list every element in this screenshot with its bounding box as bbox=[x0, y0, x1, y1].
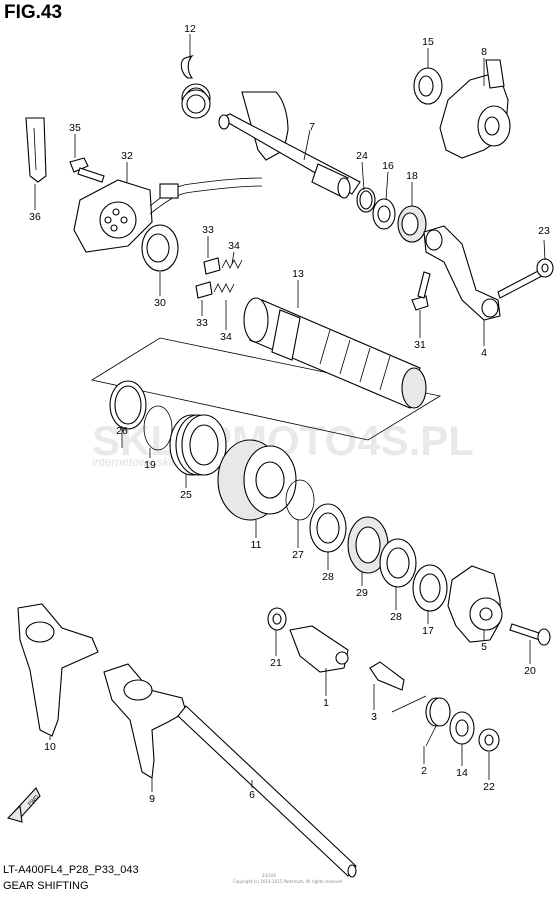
callout-27: 27 bbox=[292, 549, 304, 561]
figure-caption: GEAR SHIFTING bbox=[3, 880, 89, 892]
part-circlip-27 bbox=[285, 479, 315, 521]
part-drum-11 bbox=[217, 439, 297, 521]
callout-15: 15 bbox=[422, 36, 434, 48]
callout-17: 17 bbox=[422, 625, 434, 637]
figure-title: FIG.43 bbox=[4, 2, 63, 23]
part-washer-28-b bbox=[379, 538, 417, 588]
part-washer-21 bbox=[267, 607, 287, 631]
page-stamp: 23/100 bbox=[262, 873, 277, 878]
callout-20: 20 bbox=[524, 665, 536, 677]
part-washer-17 bbox=[412, 564, 448, 612]
callout-10: 10 bbox=[44, 741, 56, 753]
part-spring-2 bbox=[391, 695, 451, 747]
part-bolt-31 bbox=[411, 271, 431, 311]
figure-code: LT-A400FL4_P28_P33_043 bbox=[3, 864, 139, 876]
callout-2: 2 bbox=[421, 765, 427, 777]
callout-3: 3 bbox=[371, 711, 377, 723]
part-bolt-35 bbox=[69, 157, 105, 183]
callout-35: 35 bbox=[69, 122, 81, 134]
callout-28-a: 28 bbox=[322, 571, 334, 583]
part-circlip-19 bbox=[143, 405, 173, 451]
part-pin-33-lower bbox=[195, 281, 213, 299]
callout-36: 36 bbox=[29, 211, 41, 223]
part-shift-fork-9 bbox=[103, 663, 187, 779]
part-spring-12 bbox=[180, 54, 211, 119]
callout-19: 19 bbox=[144, 459, 156, 471]
part-bolt-3 bbox=[369, 661, 405, 691]
part-gear-segment-8 bbox=[439, 59, 511, 159]
callout-33-lower: 33 bbox=[196, 317, 208, 329]
callout-33-upper: 33 bbox=[202, 224, 214, 236]
part-circlip-24 bbox=[356, 187, 376, 213]
callout-32: 32 bbox=[121, 150, 133, 162]
part-collar-15 bbox=[413, 67, 443, 105]
part-bearing-29 bbox=[347, 516, 389, 574]
callout-21: 21 bbox=[270, 657, 282, 669]
callout-30: 30 bbox=[154, 297, 166, 309]
assembly-outline bbox=[90, 337, 442, 441]
callout-28-b: 28 bbox=[390, 611, 402, 623]
callout-13: 13 bbox=[292, 268, 304, 280]
part-bolt-20 bbox=[509, 623, 551, 646]
callout-26: 26 bbox=[116, 425, 128, 437]
part-nut-23 bbox=[536, 258, 554, 278]
part-arm-4 bbox=[423, 225, 543, 321]
part-stopper-1 bbox=[289, 625, 349, 673]
callout-12: 12 bbox=[184, 23, 196, 35]
forward-direction-icon bbox=[6, 787, 41, 823]
part-shift-fork-10 bbox=[17, 603, 99, 737]
part-shaft-7 bbox=[218, 91, 361, 199]
part-washer-28-a bbox=[309, 503, 347, 553]
part-pin-33-upper bbox=[203, 257, 221, 275]
callout-23: 23 bbox=[538, 225, 550, 237]
callout-18: 18 bbox=[406, 170, 418, 182]
part-spring-25 bbox=[169, 414, 227, 476]
callout-7: 7 bbox=[309, 121, 315, 133]
callout-9: 9 bbox=[149, 793, 155, 805]
callout-25: 25 bbox=[180, 489, 192, 501]
part-washer-16 bbox=[372, 198, 396, 230]
part-switch-32 bbox=[73, 177, 263, 253]
part-bearing-18 bbox=[397, 205, 427, 243]
callout-22: 22 bbox=[483, 781, 495, 793]
callout-31: 31 bbox=[414, 339, 426, 351]
callout-4: 4 bbox=[481, 347, 487, 359]
part-clip-36 bbox=[25, 117, 47, 183]
callout-14: 14 bbox=[456, 767, 468, 779]
callout-16: 16 bbox=[382, 160, 394, 172]
copyright-notice: Copyright (c) 2014-2015 Partsmart, All r… bbox=[233, 879, 343, 884]
part-spring-34-lower bbox=[213, 283, 235, 293]
callout-29: 29 bbox=[356, 587, 368, 599]
part-nut-22 bbox=[478, 728, 500, 752]
callout-24: 24 bbox=[356, 150, 368, 162]
part-gear-5 bbox=[447, 565, 503, 643]
callout-numbers: 12 7 15 8 35 32 24 16 18 23 36 33 34 30 … bbox=[29, 23, 550, 805]
part-washer-14 bbox=[449, 711, 475, 745]
part-cam-drum-13 bbox=[243, 297, 427, 409]
callout-leaders bbox=[34, 34, 546, 792]
part-ring-26 bbox=[109, 380, 147, 430]
callout-34-lower: 34 bbox=[220, 331, 232, 343]
callout-34-upper: 34 bbox=[228, 240, 240, 252]
part-fork-shaft-6 bbox=[177, 705, 357, 878]
callout-8: 8 bbox=[481, 46, 487, 58]
callout-5: 5 bbox=[481, 641, 487, 653]
callout-1: 1 bbox=[323, 697, 329, 709]
callout-6: 6 bbox=[249, 789, 255, 801]
part-washer-30 bbox=[141, 224, 179, 272]
callout-11: 11 bbox=[251, 539, 262, 551]
